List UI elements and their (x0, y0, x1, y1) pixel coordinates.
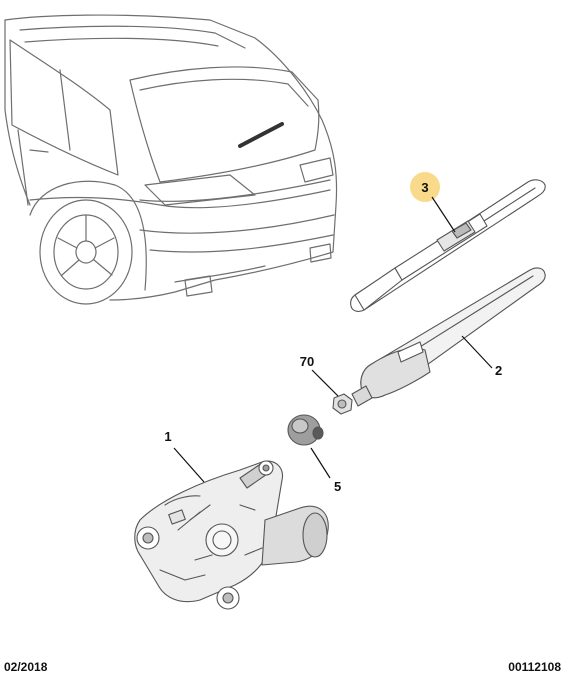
callout-70[interactable]: 70 (300, 354, 339, 397)
callout-3-label: 3 (421, 180, 428, 195)
callout-5-label: 5 (334, 479, 341, 494)
cap (287, 414, 324, 446)
callout-3-highlight (410, 172, 440, 202)
callout-1[interactable]: 1 (164, 429, 205, 483)
wiper-blade (350, 179, 546, 312)
callout-2[interactable]: 2 (461, 335, 502, 378)
callout-1-leader (173, 447, 205, 483)
footer-date: 02/2018 (4, 660, 48, 674)
callout-2-label: 2 (495, 363, 502, 378)
nut (332, 393, 353, 415)
callout-5-leader (310, 447, 331, 479)
callout-70-label: 70 (300, 354, 314, 369)
callout-5[interactable]: 5 (310, 447, 341, 494)
callout-70-leader (311, 369, 339, 397)
wiper-motor (134, 460, 329, 610)
wiper-arm (351, 267, 546, 407)
callout-3-leader (431, 196, 456, 233)
vehicle-illustration (4, 14, 338, 305)
footer-reference: 00112108 (508, 660, 561, 674)
callout-1-label: 1 (164, 429, 171, 444)
callout-2-leader (461, 335, 493, 369)
callout-3[interactable]: 3 (410, 172, 456, 233)
